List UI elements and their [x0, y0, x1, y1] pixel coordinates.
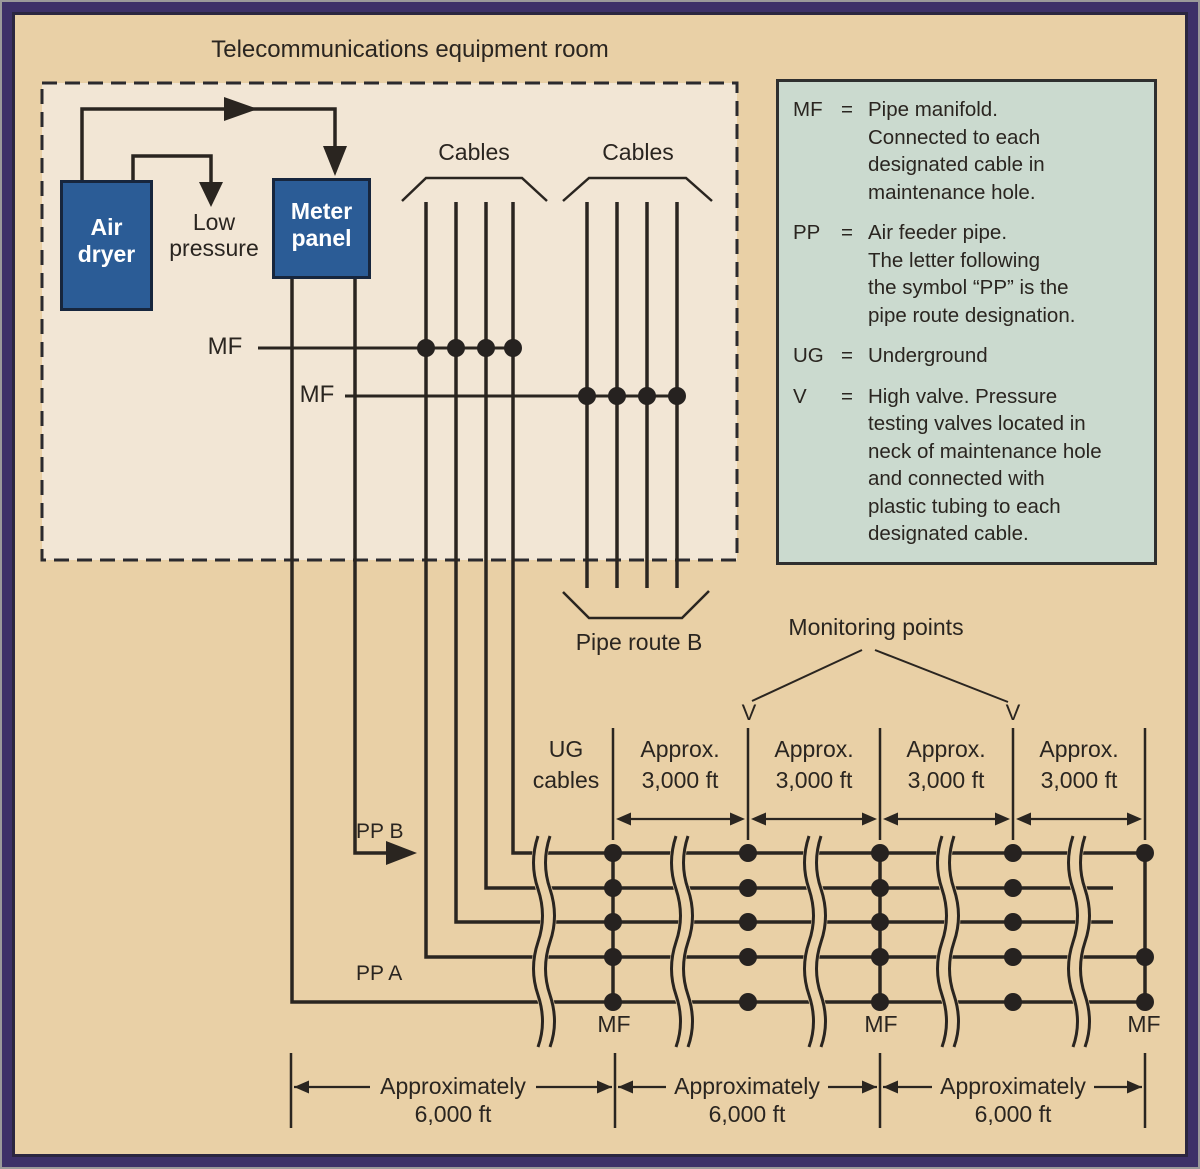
brackets: [401, 176, 713, 620]
equipment-room-outline: [40, 81, 739, 562]
legend-entry-pp: PP = Air feeder pipe. The letter followi…: [793, 221, 1076, 327]
meter-panel-inlet-arrow: [323, 146, 347, 176]
span-3000-label-2: Approx. 3,000 ft: [774, 736, 854, 793]
span-3000-label-1: Approx. 3,000 ft: [640, 736, 720, 793]
page-title: Telecommunications equipment room: [211, 36, 609, 63]
mf-bottom-label-2: MF: [864, 1011, 898, 1037]
cable-break-symbols: [531, 833, 1092, 1050]
span-6000-label-3: Approximately 6,000 ft: [940, 1073, 1086, 1127]
arrowheads: [199, 97, 1142, 1094]
pipe-and-cable-lines: [80, 107, 1147, 1004]
pp-b-arrow: [386, 841, 417, 865]
mf-label-1: MF: [207, 333, 243, 360]
cables-left-bracket: [401, 176, 548, 202]
legend-entry-v: V = High valve. Pressure testing valves …: [793, 384, 1102, 546]
valve-right-label: V: [1005, 700, 1021, 725]
legend-entry-ug: UG = Underground: [793, 344, 988, 367]
mf-bottom-label-1: MF: [597, 1011, 631, 1037]
span-3000-label-4: Approx. 3,000 ft: [1039, 736, 1119, 793]
pipe-route-b-bracket: [562, 590, 710, 620]
cable-a3: [484, 202, 1113, 890]
pp-b-feeder-pipe: [353, 278, 390, 855]
branch-to-valve-left: [751, 649, 863, 702]
cable-a4: [511, 202, 1145, 855]
dimension-ticks: [289, 728, 1147, 1128]
monitoring-points-label: Monitoring points: [788, 614, 964, 640]
pp-a-feeder-pipe: [290, 278, 1145, 1004]
span-6000-label-1: Approximately 6,000 ft: [380, 1073, 526, 1127]
pipe-flow-arrow-right: [224, 97, 258, 121]
pp-a-label: PP A: [356, 962, 403, 985]
ug-cables-label: UG cables: [532, 736, 600, 793]
cables-right-label: Cables: [602, 139, 674, 165]
low-pressure-label: Low pressure: [169, 209, 259, 262]
legend-entry-mf: MF = Pipe manifold. Connected to each de…: [793, 98, 1045, 204]
connection-dots: [417, 339, 1154, 1011]
valve-left-label: V: [741, 700, 757, 725]
legend-box: MF = Pipe manifold. Connected to each de…: [776, 79, 1157, 565]
low-pressure-arrow: [199, 182, 223, 207]
air-dryer-to-meter-pipe: [80, 107, 337, 180]
low-pressure-pipe: [131, 154, 213, 186]
branch-to-valve-right: [874, 649, 1009, 703]
cable-a2: [454, 202, 1113, 924]
cable-a1: [424, 202, 1145, 959]
monitoring-branches: [751, 649, 1009, 703]
mf-bottom-label-3: MF: [1127, 1011, 1161, 1037]
span-3000-label-3: Approx. 3,000 ft: [906, 736, 986, 793]
air-dryer-label: Air: [90, 214, 123, 240]
air-dryer-box: Air dryer: [60, 180, 153, 311]
pp-b-label: PP B: [356, 820, 404, 843]
meter-panel-label: Meter: [290, 198, 353, 224]
cables-left-label: Cables: [438, 139, 510, 165]
mf-label-2: MF: [299, 381, 335, 408]
pipe-route-b-label: Pipe route B: [575, 629, 703, 655]
span-6000-label-2: Approximately 6,000 ft: [674, 1073, 820, 1127]
cables-right-bracket: [562, 176, 713, 202]
meter-panel-box: Meter panel: [272, 178, 371, 279]
